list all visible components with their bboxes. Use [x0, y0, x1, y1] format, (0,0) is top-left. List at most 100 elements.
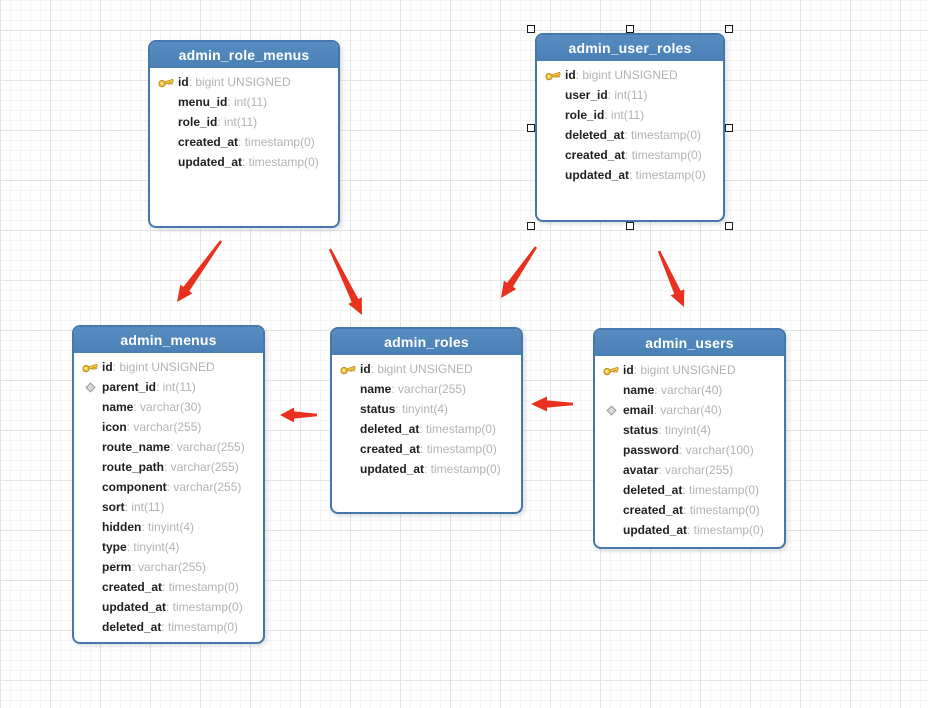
field-row-created_at[interactable]: created_at: timestamp(0) — [74, 577, 263, 597]
field-row-route_name[interactable]: route_name: varchar(255) — [74, 437, 263, 457]
field-name: role_id — [178, 115, 218, 129]
field-type: : int(11) — [124, 500, 165, 514]
field-row-status[interactable]: status: tinyint(4) — [332, 399, 521, 419]
field-row-id[interactable]: id: bigint UNSIGNED — [150, 72, 338, 92]
field-name: created_at — [565, 148, 626, 162]
field-row-updated_at[interactable]: updated_at: timestamp(0) — [595, 520, 784, 540]
field-icon-spacer — [339, 422, 357, 436]
field-row-id[interactable]: id: bigint UNSIGNED — [595, 360, 784, 380]
field-type: : varchar(40) — [653, 403, 722, 417]
field-row-deleted_at[interactable]: deleted_at: timestamp(0) — [74, 617, 263, 637]
field-row-name[interactable]: name: varchar(30) — [74, 397, 263, 417]
field-name: name — [360, 382, 392, 396]
field-icon-spacer — [157, 115, 175, 129]
field-type: : bigint UNSIGNED — [575, 68, 678, 82]
field-type: : tinyint(4) — [141, 520, 195, 534]
field-row-component[interactable]: component: varchar(255) — [74, 477, 263, 497]
field-row-user_id[interactable]: user_id: int(11) — [537, 85, 723, 105]
arrow-admin_roles-to-admin_menus — [280, 407, 317, 423]
field-icon-spacer — [157, 95, 175, 109]
field-name: updated_at — [623, 523, 688, 537]
field-row-deleted_at[interactable]: deleted_at: timestamp(0) — [595, 480, 784, 500]
field-row-role_id[interactable]: role_id: int(11) — [537, 105, 723, 125]
field-row-name[interactable]: name: varchar(255) — [332, 379, 521, 399]
field-row-id[interactable]: id: bigint UNSIGNED — [332, 359, 521, 379]
field-row-password[interactable]: password: varchar(100) — [595, 440, 784, 460]
field-name: updated_at — [178, 155, 243, 169]
field-row-icon[interactable]: icon: varchar(255) — [74, 417, 263, 437]
field-row-created_at[interactable]: created_at: timestamp(0) — [595, 500, 784, 520]
table-header[interactable]: admin_menus — [74, 327, 263, 353]
field-type: : timestamp(0) — [238, 135, 315, 149]
field-row-updated_at[interactable]: updated_at: timestamp(0) — [332, 459, 521, 479]
field-row-created_at[interactable]: created_at: timestamp(0) — [537, 145, 723, 165]
field-row-route_path[interactable]: route_path: varchar(255) — [74, 457, 263, 477]
field-type: : varchar(40) — [654, 383, 723, 397]
table-title: admin_users — [645, 335, 734, 351]
field-name: name — [102, 400, 134, 414]
field-row-updated_at[interactable]: updated_at: timestamp(0) — [150, 152, 338, 172]
field-row-deleted_at[interactable]: deleted_at: timestamp(0) — [332, 419, 521, 439]
field-row-deleted_at[interactable]: deleted_at: timestamp(0) — [537, 125, 723, 145]
table-header[interactable]: admin_users — [595, 330, 784, 356]
field-row-email[interactable]: email: varchar(40) — [595, 400, 784, 420]
field-icon-spacer — [81, 460, 99, 474]
field-row-status[interactable]: status: tinyint(4) — [595, 420, 784, 440]
selection-handle[interactable] — [527, 123, 535, 132]
table-header[interactable]: admin_role_menus — [150, 42, 338, 68]
table-header[interactable]: admin_user_roles — [537, 35, 723, 61]
diamond-icon — [602, 403, 620, 417]
key-icon — [81, 360, 99, 374]
selection-handle[interactable] — [527, 25, 535, 33]
selection-handle[interactable] — [626, 25, 634, 33]
field-name: avatar — [623, 463, 659, 477]
field-row-id[interactable]: id: bigint UNSIGNED — [74, 357, 263, 377]
field-name: id — [565, 68, 576, 82]
field-row-role_id[interactable]: role_id: int(11) — [150, 112, 338, 132]
field-type: : varchar(255) — [166, 480, 242, 494]
selection-handle[interactable] — [527, 222, 535, 230]
field-type: : timestamp(0) — [166, 600, 243, 614]
field-icon-spacer — [81, 400, 99, 414]
field-row-name[interactable]: name: varchar(40) — [595, 380, 784, 400]
field-type: : bigint UNSIGNED — [633, 363, 736, 377]
selection-handle[interactable] — [626, 222, 634, 230]
field-icon-spacer — [157, 155, 175, 169]
field-row-sort[interactable]: sort: int(11) — [74, 497, 263, 517]
table-header[interactable]: admin_roles — [332, 329, 521, 355]
field-row-created_at[interactable]: created_at: timestamp(0) — [150, 132, 338, 152]
field-name: password — [623, 443, 680, 457]
field-row-parent_id[interactable]: parent_id: int(11) — [74, 377, 263, 397]
field-row-avatar[interactable]: avatar: varchar(255) — [595, 460, 784, 480]
field-name: created_at — [178, 135, 239, 149]
field-icon-spacer — [544, 168, 562, 182]
field-type: : timestamp(0) — [419, 422, 497, 436]
diamond-icon — [81, 380, 99, 394]
field-type: : int(11) — [156, 380, 196, 394]
field-row-id[interactable]: id: bigint UNSIGNED — [537, 65, 723, 85]
field-row-hidden[interactable]: hidden: tinyint(4) — [74, 517, 263, 537]
field-row-updated_at[interactable]: updated_at: timestamp(0) — [74, 597, 263, 617]
selection-handle[interactable] — [725, 222, 733, 230]
field-icon-spacer — [81, 500, 99, 514]
field-row-type[interactable]: type: tinyint(4) — [74, 537, 263, 557]
field-icon-spacer — [544, 128, 562, 142]
field-name: updated_at — [102, 600, 167, 614]
field-row-menu_id[interactable]: menu_id: int(11) — [150, 92, 338, 112]
selection-handle[interactable] — [725, 25, 733, 33]
selection-handle[interactable] — [725, 123, 733, 132]
field-row-updated_at[interactable]: updated_at: timestamp(0) — [537, 165, 723, 185]
key-icon — [602, 363, 620, 377]
field-row-perm[interactable]: perm: varchar(255) — [74, 557, 263, 577]
field-type: : timestamp(0) — [161, 620, 239, 634]
field-name: email — [623, 403, 654, 417]
field-row-created_at[interactable]: created_at: timestamp(0) — [332, 439, 521, 459]
field-icon-spacer — [81, 560, 99, 574]
